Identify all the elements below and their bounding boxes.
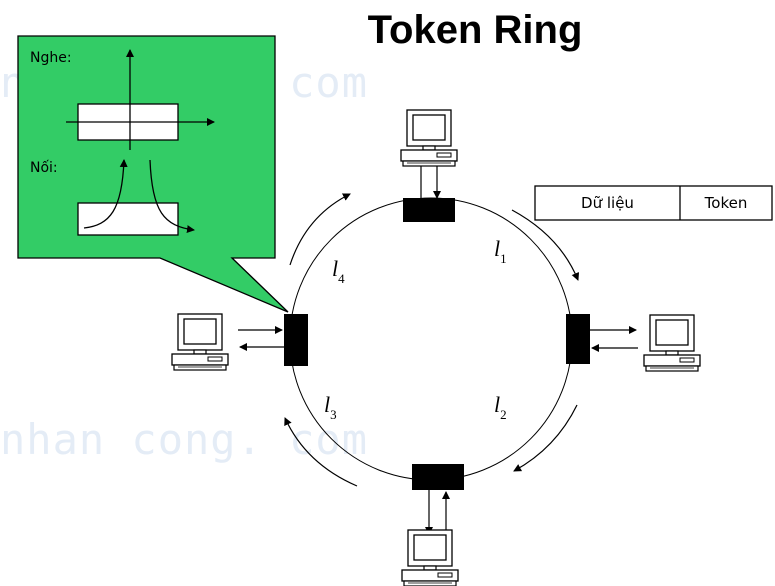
station-bottom <box>401 464 464 586</box>
computer-top-icon <box>400 109 458 167</box>
station-top <box>400 109 458 222</box>
listen-symbol <box>66 49 215 150</box>
frame-box <box>534 185 773 221</box>
link-label-l1: l1 <box>494 236 507 267</box>
connect-label: Nối: <box>30 160 58 176</box>
ring-circle <box>289 197 573 481</box>
frame-token-cell: Token <box>704 194 748 212</box>
connect-symbol <box>77 159 195 236</box>
callout-box <box>17 35 289 313</box>
link-label-l2: l2 <box>494 392 507 423</box>
link-label-l4: l4 <box>332 256 345 287</box>
link-label-l3: l3 <box>324 392 337 423</box>
station-left <box>171 313 308 371</box>
computer-right-icon <box>643 314 701 372</box>
station-right <box>566 314 701 372</box>
computer-left-icon <box>171 313 229 371</box>
frame-data-cell: Dữ liệu <box>581 194 634 212</box>
listen-label: Nghe: <box>30 50 72 66</box>
flow-arrows <box>284 193 580 487</box>
watermark-bottom: nhan cong. com <box>0 415 369 464</box>
page-title: Token Ring <box>367 8 583 52</box>
computer-bottom-icon <box>401 529 459 586</box>
